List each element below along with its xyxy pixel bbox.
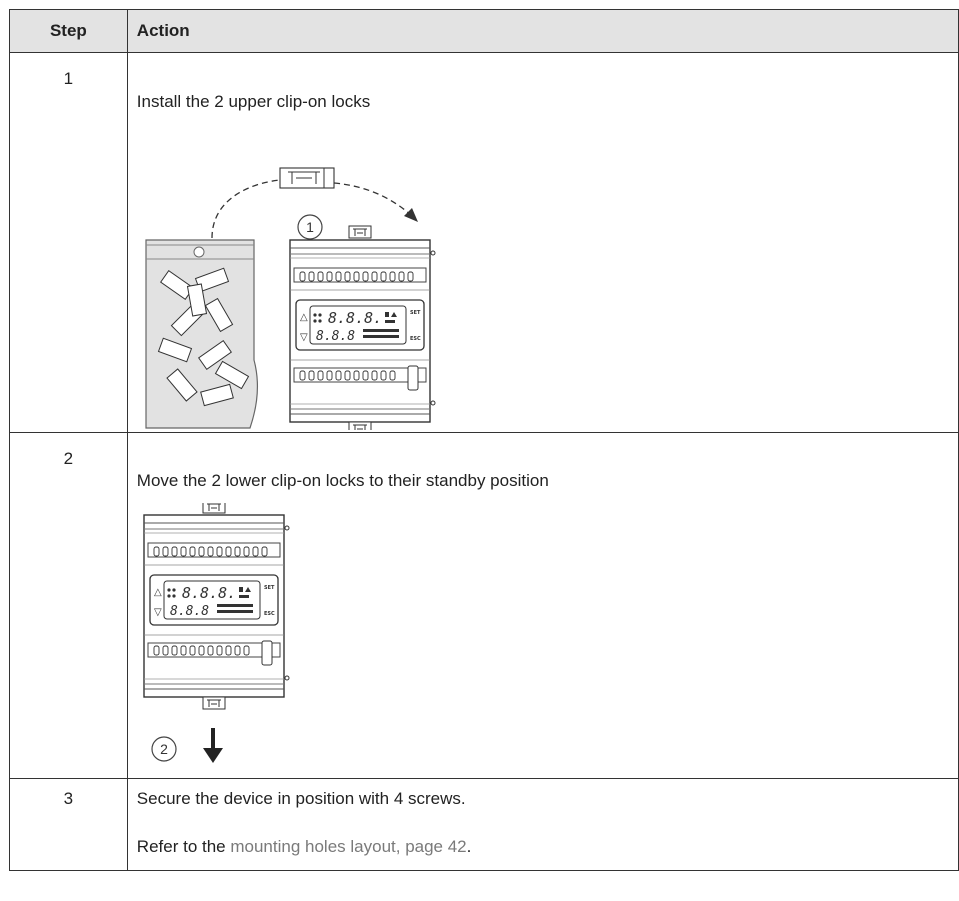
table-row: 1 Install the 2 upper clip-on locks 1 — [9, 52, 959, 433]
step-number: 3 — [9, 778, 128, 871]
step-number: 1 — [9, 52, 128, 433]
step-number: 2 — [9, 432, 128, 779]
install-clips-illustration: 1 — [145, 167, 436, 430]
step-action-cell: Move the 2 lower clip-on locks to their … — [126, 432, 959, 779]
step-instruction: Secure the device in position with 4 scr… — [136, 789, 466, 808]
table-row: 2 Move the 2 lower clip-on locks to thei… — [9, 432, 959, 779]
step-action-cell: Install the 2 upper clip-on locks 1 — [126, 52, 959, 433]
table-row: 3 Secure the device in position with 4 s… — [9, 778, 959, 871]
header-action: Action — [126, 9, 959, 53]
reference-prefix: Refer to the — [136, 837, 231, 856]
step-instruction: Install the 2 upper clip-on locks — [136, 92, 371, 111]
step-instruction: Move the 2 lower clip-on locks to their … — [136, 471, 549, 490]
mounting-holes-link[interactable]: mounting holes layout, page 42 — [230, 837, 467, 856]
standby-clips-illustration: 2 — [143, 503, 290, 763]
reference-suffix: . — [466, 837, 472, 856]
step-action-cell: Secure the device in position with 4 scr… — [126, 778, 959, 871]
procedure-table: Step Action 1 Install the 2 upper clip-o… — [9, 9, 959, 871]
step-reference: Refer to the mounting holes layout, page… — [137, 837, 472, 857]
callout-2: 2 — [160, 741, 168, 757]
header-step: Step — [9, 9, 128, 53]
table-header-row: Step Action — [9, 9, 959, 53]
callout-1: 1 — [306, 219, 314, 235]
